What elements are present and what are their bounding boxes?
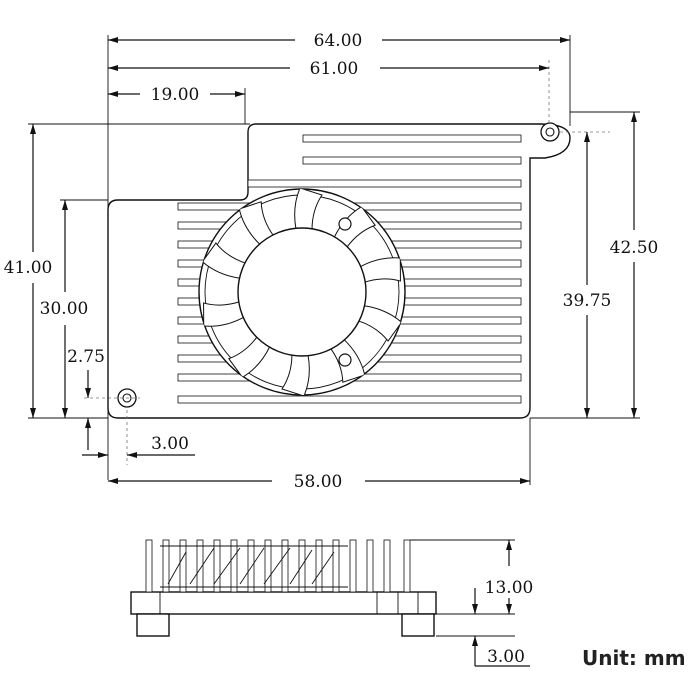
dim-side-height: 13.00	[485, 578, 534, 598]
dim-left-hole-offset-y: 2.75	[67, 347, 105, 367]
fan-hub	[237, 227, 367, 357]
dim-left-hole-offset-x: 3.00	[151, 434, 189, 454]
dim-body-width: 58.00	[294, 472, 343, 492]
fan-blades	[199, 189, 405, 395]
dim-lower-body-height: 30.00	[40, 299, 89, 319]
side-fan	[160, 545, 348, 588]
top-dimensions: 64.00 61.00 19.00 41.00 30.00 2.75	[4, 31, 659, 492]
side-fins	[145, 539, 411, 593]
fan-screw-hole-top	[338, 217, 352, 231]
dim-hole-to-hole-width: 61.00	[310, 59, 359, 79]
dim-base-thickness: 3.00	[487, 647, 525, 667]
dim-overall-width: 64.00	[314, 31, 363, 51]
side-dimensions: 13.00 3.00	[410, 539, 534, 667]
fan-screw-hole-bottom	[338, 353, 352, 367]
side-view	[130, 539, 437, 637]
dim-right-hole-height: 39.75	[563, 291, 612, 311]
dim-right-side-height: 42.50	[610, 238, 659, 258]
fan	[198, 188, 406, 396]
mounting-hole-right	[540, 122, 560, 142]
top-view	[84, 60, 610, 465]
unit-label: Unit: mm	[582, 646, 686, 670]
dim-notch-width: 19.00	[151, 85, 200, 105]
dim-overall-height: 41.00	[4, 258, 53, 278]
